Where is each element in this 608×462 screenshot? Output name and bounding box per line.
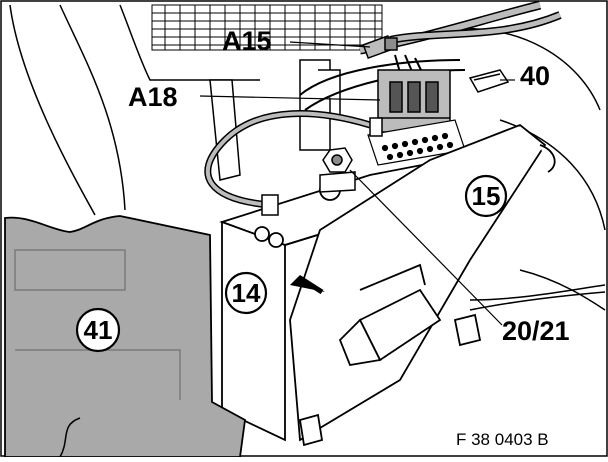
terminal-strip bbox=[367, 119, 466, 166]
leader-a15 bbox=[289, 41, 371, 48]
label-a15: A15 bbox=[222, 26, 272, 56]
direction-arrow bbox=[290, 275, 325, 295]
lower-cables bbox=[59, 291, 606, 458]
label-a18: A18 bbox=[128, 82, 178, 112]
number-15: 15 bbox=[472, 181, 501, 211]
clip-40 bbox=[468, 69, 510, 93]
leader-lines bbox=[199, 41, 515, 326]
leader-a18 bbox=[199, 95, 381, 101]
leader-20-21 bbox=[349, 169, 503, 326]
number-14: 14 bbox=[232, 278, 261, 308]
a18-connector-block bbox=[377, 69, 451, 133]
figure-reference-code: F 38 0403 B bbox=[456, 430, 549, 449]
cover-panel-41 bbox=[4, 215, 246, 458]
a15-connector bbox=[362, 35, 398, 59]
ventilation-grille bbox=[151, 4, 383, 51]
circled-number-41: 41 bbox=[75, 307, 121, 353]
label-40: 40 bbox=[520, 61, 550, 91]
ground-cable bbox=[204, 110, 383, 216]
circled-number-15: 15 bbox=[464, 174, 508, 218]
circled-number-14: 14 bbox=[224, 271, 268, 315]
label-20-21: 20/21 bbox=[502, 316, 570, 346]
number-41: 41 bbox=[84, 315, 113, 345]
terminal-stud bbox=[319, 147, 356, 193]
